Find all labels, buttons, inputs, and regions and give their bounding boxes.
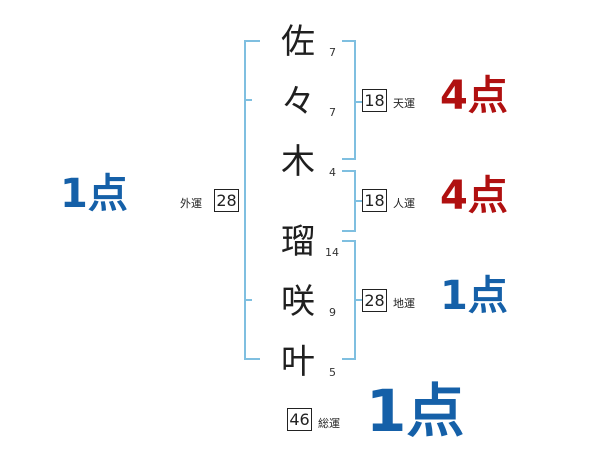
name-char-6: 叶 — [281, 342, 315, 382]
name-char-2: 々 — [281, 82, 315, 122]
stroke-count-3: 4 — [329, 166, 336, 179]
jinun-label: 人運 — [393, 197, 415, 210]
tenun-bracket-vertical — [354, 40, 356, 160]
gaiun-label: 外運 — [180, 197, 202, 210]
chiun-bracket-connector — [354, 299, 362, 301]
chiun-label: 地運 — [393, 297, 415, 310]
tenun-bracket-top — [342, 40, 356, 42]
tenun-value-box: 18 — [362, 89, 387, 112]
left-bracket-bottom-tick — [244, 358, 260, 360]
jinun-bracket-bottom — [342, 230, 356, 232]
left-bracket-mid-tick-1 — [244, 99, 252, 101]
name-char-1: 佐 — [281, 22, 315, 62]
name-char-5: 咲 — [281, 282, 315, 322]
tenun-points: 4点 — [440, 73, 508, 119]
gaiun-value-box: 28 — [214, 189, 239, 212]
left-bracket-top-tick — [244, 40, 260, 42]
stroke-count-2: 7 — [329, 106, 336, 119]
jinun-value-box: 18 — [362, 189, 387, 212]
chiun-value-box: 28 — [362, 289, 387, 312]
stroke-count-1: 7 — [329, 46, 336, 59]
gaiun-points: 1点 — [60, 171, 128, 217]
souun-value-box: 46 — [287, 408, 312, 431]
chiun-bracket-top — [342, 240, 356, 242]
name-char-3: 木 — [281, 142, 315, 182]
tenun-bracket-bottom — [342, 158, 356, 160]
name-char-4: 瑠 — [281, 222, 315, 262]
left-bracket-vertical — [244, 40, 246, 360]
stroke-count-6: 5 — [329, 366, 336, 379]
souun-points: 1点 — [366, 377, 465, 445]
stroke-count-4: 14 — [325, 246, 339, 259]
souun-label: 総運 — [318, 417, 340, 430]
jinun-bracket-top — [342, 170, 356, 172]
chiun-bracket-bottom — [342, 358, 356, 360]
stroke-count-5: 9 — [329, 306, 336, 319]
left-bracket-mid-tick-2 — [244, 299, 252, 301]
tenun-bracket-connector — [354, 101, 362, 103]
tenun-label: 天運 — [393, 97, 415, 110]
chiun-points: 1点 — [440, 273, 508, 319]
jinun-points: 4点 — [440, 173, 508, 219]
jinun-bracket-connector — [354, 200, 362, 202]
